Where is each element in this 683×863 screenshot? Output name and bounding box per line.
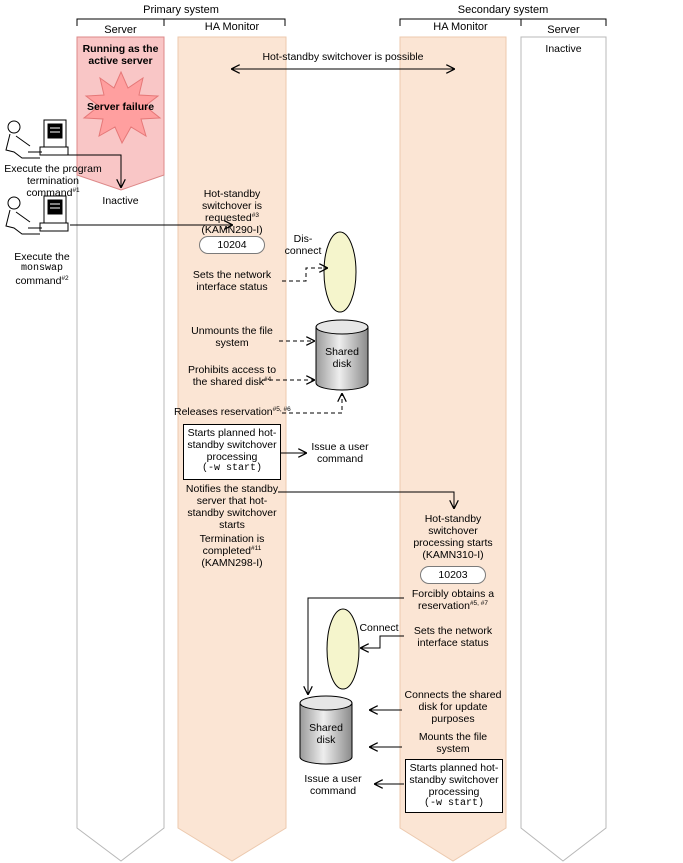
- primary-dashed-arrows: [262, 268, 342, 414]
- mount-file-system-label: Mounts the file system: [418, 731, 488, 755]
- secondary-system-bracket: [399, 18, 607, 26]
- primary-set-network-label: Sets the network interface status: [192, 269, 272, 293]
- secondary-set-network-label: Sets the network interface status: [413, 625, 493, 649]
- switchover-possible-label: Hot-standby switchover is possible: [262, 51, 424, 63]
- secondary-start-planned-box: Starts planned hot- standby switchover p…: [405, 759, 503, 813]
- primary-start-planned-box: Starts planned hot- standby switchover p…: [183, 424, 281, 480]
- primary-nic-ellipse: [323, 231, 357, 313]
- operator-2-computer-icon: [5, 195, 69, 235]
- server-failure-label: Server failure: [86, 101, 155, 113]
- secondary-monitor-column: [399, 36, 507, 862]
- release-reservation-label: Releases reservation#5, #6: [174, 406, 291, 418]
- running-active-label: Running as the active server: [82, 43, 159, 67]
- secondary-monitor-header: HA Monitor: [433, 21, 488, 33]
- termination-completed-label: Termination is completed#11 (KAMN298-I): [199, 533, 265, 569]
- primary-system-header: Primary system: [143, 4, 219, 16]
- primary-issue-user-command: Issue a user command: [311, 441, 369, 465]
- disconnect-label: Dis- connect: [284, 233, 322, 257]
- secondary-server-column: [520, 36, 607, 862]
- primary-shared-disk-icon: [315, 319, 369, 391]
- secondary-issue-user-command: Issue a user command: [304, 773, 362, 797]
- operator-1-computer-icon: [5, 119, 69, 159]
- obtain-reservation-arrow: [308, 597, 404, 694]
- primary-system-bracket: [76, 18, 286, 26]
- operator-2-label: Execute the monswap command#2: [14, 251, 70, 287]
- secondary-connect-arrow: [361, 635, 404, 648]
- primary-inactive-label: Inactive: [102, 195, 139, 207]
- switchover-requested-label: Hot-standby switchover is requested#3 (K…: [201, 188, 263, 236]
- secondary-server-header: Server: [547, 24, 580, 36]
- primary-server-header: Server: [104, 24, 137, 36]
- unmount-label: Unmounts the file system: [191, 325, 273, 349]
- secondary-nic-ellipse: [326, 608, 360, 690]
- server-failure-burst: [82, 70, 162, 145]
- secondary-system-header: Secondary system: [457, 4, 549, 16]
- code-10204-pill: 10204: [199, 236, 265, 254]
- secondary-shared-disk-icon: [299, 695, 353, 765]
- prohibit-access-label: Prohibits access to the shared disk#4: [187, 364, 277, 388]
- connect-label: Connect: [359, 622, 399, 634]
- code-10203-pill: 10203: [420, 566, 486, 584]
- notify-standby-label: Notifies the standby server that hot- st…: [185, 483, 279, 531]
- operator-1-label: Execute the program termination command#…: [4, 163, 102, 199]
- obtain-reservation-label: Forcibly obtains a reservation#5, #7: [411, 588, 495, 612]
- connect-shared-disk-label: Connects the shared disk for update purp…: [404, 689, 502, 725]
- primary-monitor-header: HA Monitor: [204, 21, 260, 33]
- secondary-inactive-label: Inactive: [545, 43, 582, 55]
- op1-command-line: [68, 154, 121, 187]
- secondary-starts-label: Hot-standby switchover processing starts…: [413, 513, 493, 561]
- primary-shared-disk-label: Shared disk: [325, 346, 359, 370]
- secondary-shared-disk-label: Shared disk: [309, 722, 343, 746]
- notify-standby-arrow: [278, 491, 454, 508]
